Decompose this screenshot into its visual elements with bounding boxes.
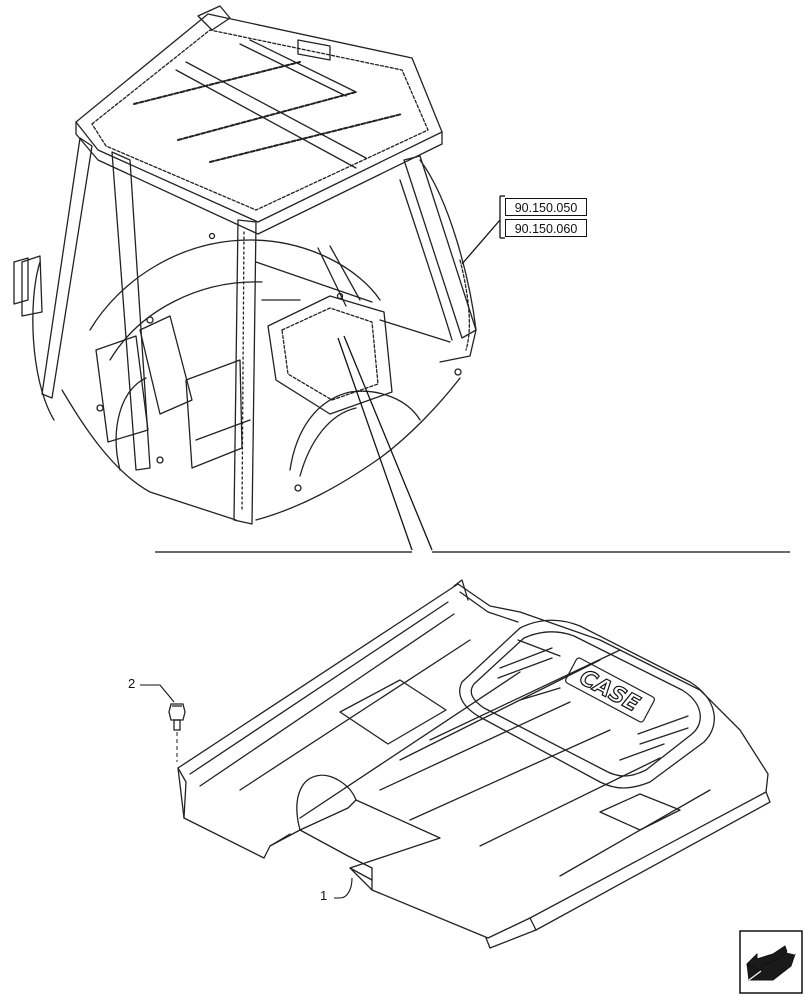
view-leader-lines <box>155 335 790 553</box>
previous-page-arrow-icon[interactable] <box>739 930 803 994</box>
callout-number-1: 1 <box>320 888 328 903</box>
floor-mat-illustration <box>177 579 771 949</box>
reference-box-90-150-060[interactable]: 90.150.060 <box>505 219 587 237</box>
case-logo: CASE <box>565 657 655 723</box>
bolt-part <box>168 703 186 762</box>
cab-illustration <box>13 5 477 525</box>
reference-bracket <box>461 195 505 265</box>
callout-leaders <box>140 684 353 899</box>
reference-box-90-150-050[interactable]: 90.150.050 <box>505 198 587 216</box>
callout-number-2: 2 <box>128 676 136 691</box>
svg-text:CASE: CASE <box>575 665 643 717</box>
